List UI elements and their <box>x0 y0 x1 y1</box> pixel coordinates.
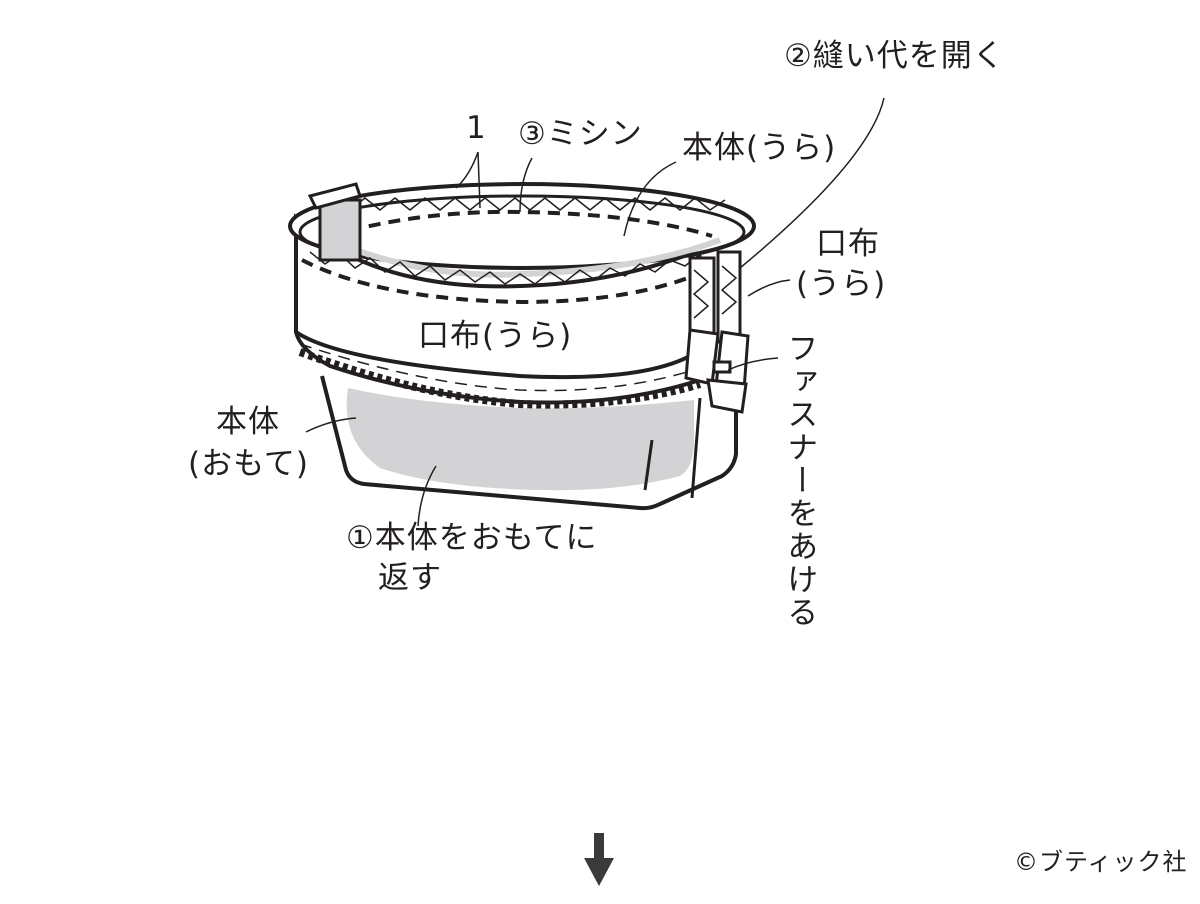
label-mouth-cloth-back-right-line2: (うら) <box>796 266 887 302</box>
right-zipper-seam <box>684 250 750 414</box>
label-body-back-top: 本体(うら) <box>682 130 837 166</box>
label-body-front-line1: 本体 <box>216 404 280 440</box>
label-body-front-line2: (おもて) <box>188 446 309 482</box>
down-arrow-icon <box>584 833 614 886</box>
label-step2-open-seam-allowance: ②縫い代を開く <box>784 38 1005 74</box>
label-mouth-cloth-back-right-line1: 口布 <box>816 226 880 262</box>
pouch-body <box>320 375 738 511</box>
label-step1-turn-right-side-out-line1: ①本体をおもてに <box>346 520 598 556</box>
label-part-1: 1 <box>466 110 487 146</box>
mouth-cloth <box>294 213 703 409</box>
label-step1-turn-right-side-out-line2: 返す <box>378 560 442 596</box>
label-open-zipper: ファスナーをあける <box>781 332 818 629</box>
leader-lines <box>305 97 885 527</box>
left-zipper-tab <box>307 182 362 262</box>
label-step3-machine-sew: ③ミシン <box>518 116 643 152</box>
copyright-notice: ©ブティック社 <box>1014 848 1188 876</box>
label-mouth-cloth-back-center: 口布(うら) <box>418 318 573 354</box>
